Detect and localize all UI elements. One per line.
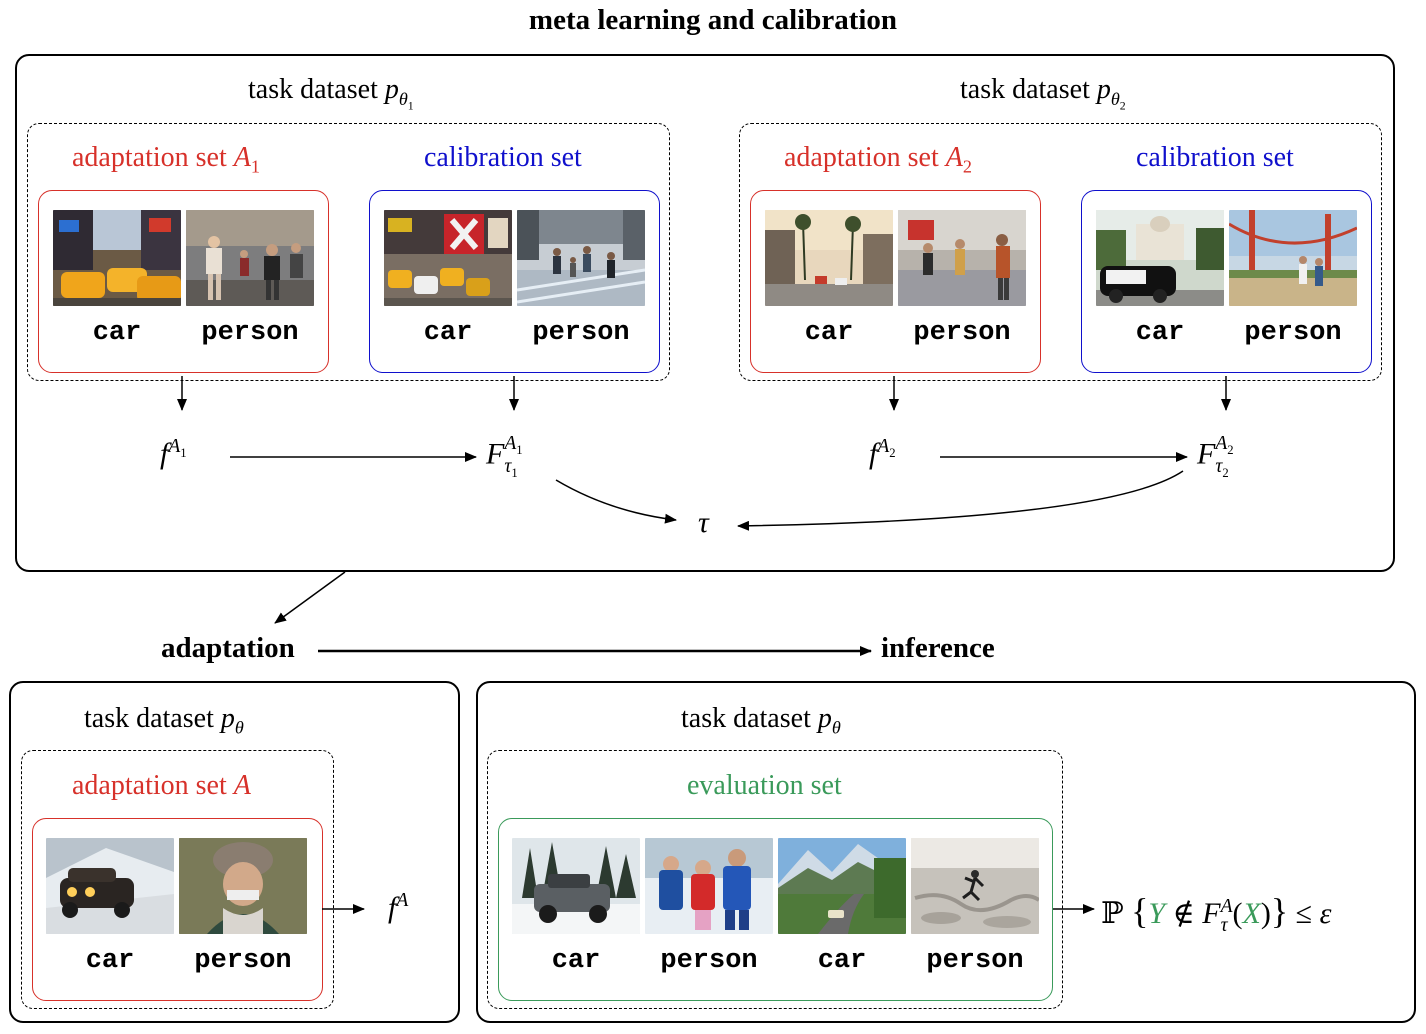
task1-calibration-set-label: calibration set	[424, 142, 582, 173]
task2-calib-class-person: person	[1244, 318, 1342, 348]
adaptation-set-label: adaptation set A	[72, 770, 251, 801]
evaluation-car-image-1	[512, 838, 640, 939]
task1-dataset-box	[27, 123, 670, 381]
task1-dataset-label: task dataset pθ1	[248, 74, 414, 113]
task1-calib-class-person: person	[532, 318, 630, 348]
task2-dataset-label: task dataset pθ2	[960, 74, 1126, 113]
evaluation-class-car-2: car	[817, 946, 867, 976]
inference-heading: inference	[881, 632, 995, 664]
evaluation-class-person-1: person	[660, 946, 758, 976]
task2-adapt-car-image	[765, 210, 893, 311]
task2-adaptation-set-box	[750, 190, 1041, 373]
adaptation-panel	[9, 681, 460, 1023]
inference-dataset-label: task dataset pθ	[681, 703, 841, 738]
task2-model-symbol: fA2	[869, 436, 896, 470]
adaptation-dataset-box	[21, 750, 334, 1009]
adapted-model-symbol: fA	[388, 890, 409, 924]
task2-adapt-class-car: car	[804, 318, 854, 348]
task1-adapt-class-car: car	[92, 318, 142, 348]
task1-adapt-car-image	[53, 210, 181, 311]
evaluation-class-person-2: person	[926, 946, 1024, 976]
evaluation-person-image-2	[911, 838, 1041, 939]
adaptation-person-image	[179, 838, 307, 939]
task2-calib-car-image	[1096, 210, 1224, 311]
adaptation-class-car: car	[85, 946, 135, 976]
task1-adaptation-set-box	[38, 190, 329, 373]
inference-dataset-box	[487, 750, 1063, 1009]
inference-panel	[476, 681, 1416, 1023]
task1-calib-car-image	[384, 210, 512, 311]
task1-calib-person-image	[516, 210, 646, 311]
task2-calibration-set-label: calibration set	[1136, 142, 1294, 173]
meta-to-adaptation-arrow	[274, 571, 346, 624]
threshold-tau: τ	[698, 506, 709, 539]
task2-calibration-set-box	[1081, 190, 1372, 373]
task2-dataset-box	[739, 123, 1382, 381]
evaluation-set-box	[498, 818, 1053, 1001]
adaptation-dataset-label: task dataset pθ	[84, 703, 244, 738]
evaluation-set-label: evaluation set	[687, 770, 842, 801]
evaluation-class-car-1: car	[551, 946, 601, 976]
task2-adapt-class-person: person	[913, 318, 1011, 348]
adaptation-car-image	[46, 838, 174, 939]
task1-adaptation-set-label: adaptation set A1	[72, 142, 260, 177]
task1-model-symbol: fA1	[160, 436, 187, 470]
adaptation-class-person: person	[194, 946, 292, 976]
figure-title: meta learning and calibration	[528, 4, 898, 36]
task1-calibration-set-box	[369, 190, 660, 373]
task2-calib-person-image	[1228, 210, 1358, 311]
task1-adapt-person-image	[186, 210, 314, 311]
task1-calib-class-car: car	[423, 318, 473, 348]
adaptation-heading: adaptation	[161, 632, 295, 664]
task2-adaptation-set-label: adaptation set A2	[784, 142, 972, 177]
evaluation-car-image-2	[778, 838, 906, 939]
evaluation-person-image-1	[645, 838, 773, 939]
meta-learning-panel	[15, 54, 1395, 572]
task2-adapt-person-image	[898, 210, 1026, 311]
task2-calib-class-car: car	[1135, 318, 1185, 348]
task1-adapt-class-person: person	[201, 318, 299, 348]
